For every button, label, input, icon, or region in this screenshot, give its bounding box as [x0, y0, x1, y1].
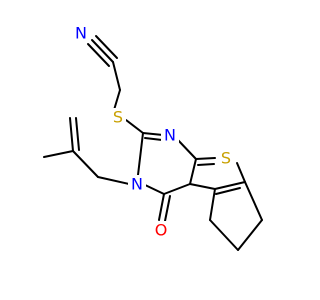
bond-c2-n-top-double	[144, 137, 163, 141]
atom-o-carbonyl: O	[155, 221, 168, 240]
bond-c4a-c4	[163, 183, 191, 195]
bond-c7a-c7	[244, 181, 263, 221]
bond-s-c2	[125, 119, 144, 134]
atom-n-nitrile: N	[75, 24, 87, 43]
bond-nitrile-triple-1	[91, 39, 114, 63]
bond-ch2-c	[72, 150, 99, 178]
bond-carbonyl-2	[164, 195, 171, 222]
bond-nitrile-triple-3	[87, 43, 110, 67]
bond-c8a-c4a	[189, 158, 197, 185]
bond-c2-n-top	[142, 132, 164, 136]
atom-labels: N S N N S O	[72, 24, 234, 240]
atom-s-thiophene: S	[221, 149, 231, 168]
bond-s-c7a	[236, 162, 246, 183]
bond-c4b-c4a	[189, 183, 216, 190]
bond-n-sub-c2	[137, 132, 144, 176]
label-bg-n-ring-top	[161, 126, 179, 144]
label-bg-o-carbonyl	[152, 221, 170, 239]
label-bg-s-thioether	[110, 108, 126, 126]
label-bg-n-ring-sub	[128, 175, 146, 193]
bond-n-top-c8a	[176, 138, 197, 160]
label-bg-s-thiophene	[218, 149, 234, 167]
bonds	[43, 35, 263, 251]
bond-c4-n-sub	[142, 183, 165, 195]
atom-s-thioether: S	[113, 108, 123, 127]
bond-ch2-s	[113, 89, 121, 111]
bond-c7a-c4b	[214, 181, 246, 190]
atom-n-ring-sub: N	[131, 175, 143, 194]
bond-c-methyl	[43, 150, 74, 158]
bond-c5-c4b	[209, 188, 216, 221]
bond-nitrile-triple-2	[95, 35, 118, 59]
label-bg-nitrile-n	[72, 24, 90, 42]
bond-c7a-c4b-double	[215, 187, 241, 195]
molecule-diagram: N S N N S O	[43, 24, 263, 251]
bond-c8a-s	[195, 157, 216, 160]
bond-c7-c6	[237, 219, 263, 251]
bond-c-ch2-double-2	[75, 117, 80, 151]
bond-n-ch2	[97, 176, 130, 185]
bond-c-ch2-double-1	[69, 117, 74, 152]
atom-n-ring-top: N	[164, 126, 176, 145]
bond-nitrile-c-ch2	[112, 61, 121, 91]
bond-carbonyl-1	[158, 193, 165, 221]
bond-c8a-s-inner	[197, 163, 215, 166]
bond-c6-c5	[209, 219, 239, 251]
